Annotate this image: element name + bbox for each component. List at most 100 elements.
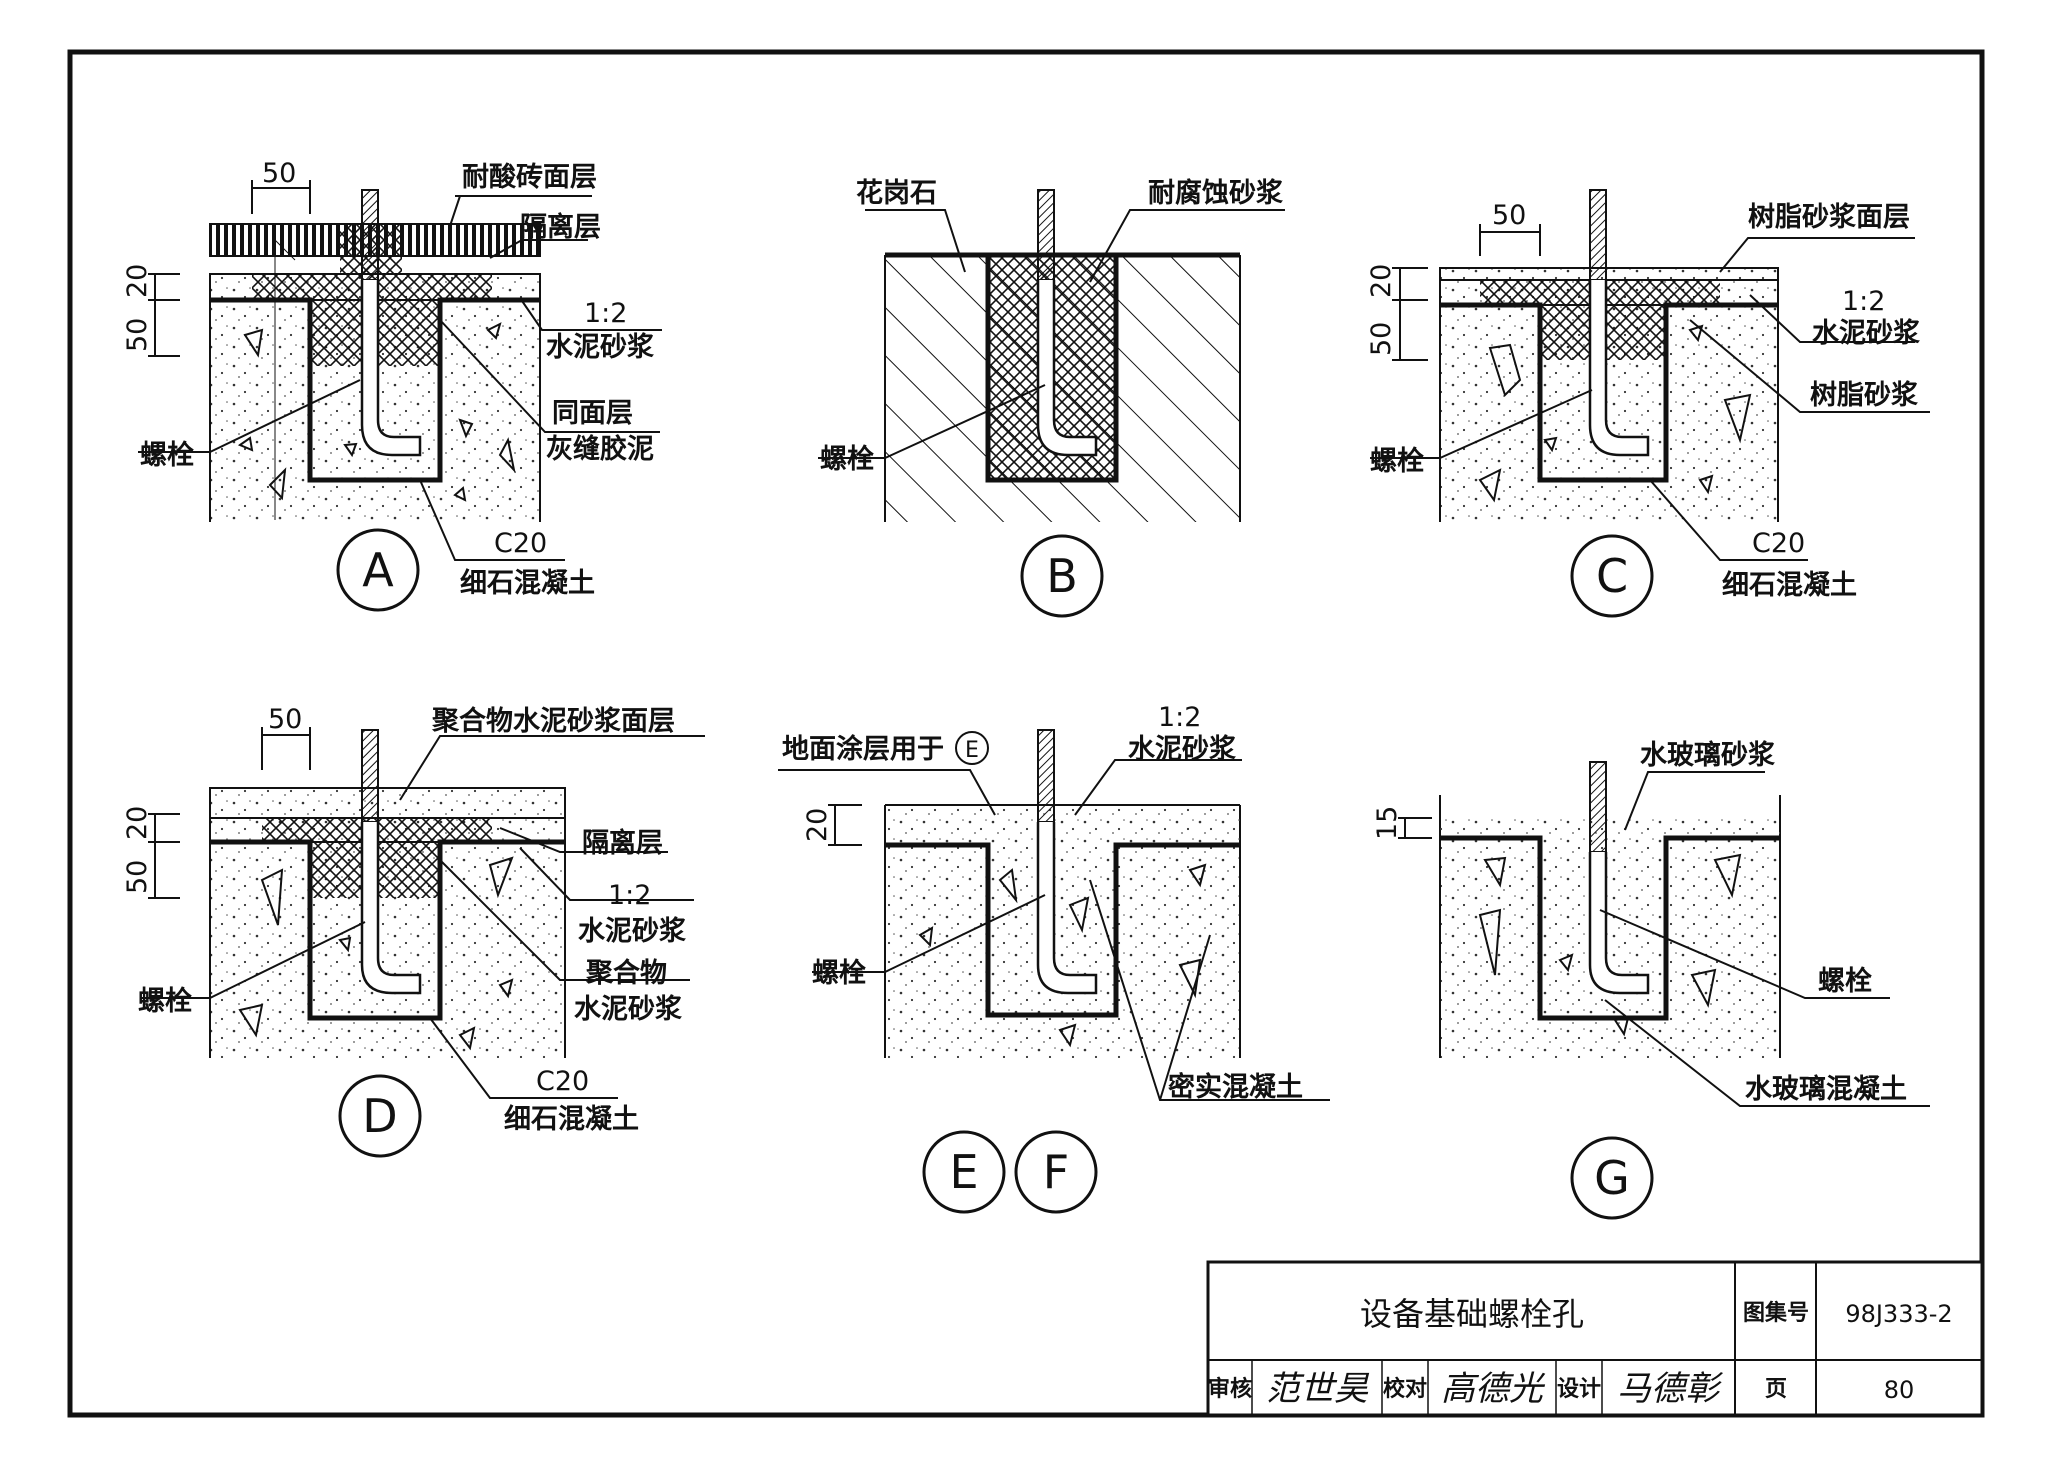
detail-c: 50 20 50 树脂砂浆面层 1:2 水泥砂浆 树脂砂浆 螺栓 C20 细石混… <box>1366 189 1930 618</box>
dim-top: 50 <box>268 704 302 735</box>
label-resin-surface: 树脂砂浆面层 <box>1748 201 1910 233</box>
bolt-hole-outline <box>885 842 1240 1018</box>
drawing-title: 设备基础螺栓孔 <box>1360 1295 1584 1333</box>
label-floor-coating: 地面涂层用于 <box>782 733 944 765</box>
bolt-hole-outline <box>210 839 565 1021</box>
detail-id-a: A <box>362 543 394 597</box>
atlas-number: 98J333-2 <box>1845 1300 1952 1328</box>
label-ratio: 1:2 <box>1842 286 1885 317</box>
label-bolt: 螺栓 <box>820 444 874 475</box>
bolt <box>360 280 422 457</box>
mortar-layer <box>885 805 1240 845</box>
label-cement-mortar: 水泥砂浆 <box>546 331 655 363</box>
label-isolation: 隔离层 <box>520 211 601 243</box>
label-bolt: 螺栓 <box>1818 966 1872 997</box>
floor-coating-ref-circle <box>955 731 989 765</box>
label-fine-concrete: 细石混凝土 <box>504 1103 639 1135</box>
label-same-surface: 同面层 <box>552 398 633 429</box>
dim-side: 15 <box>1372 806 1403 840</box>
label-bolt: 螺栓 <box>140 440 194 471</box>
detail-a: 50 20 50 耐酸砖面层 隔离层 1:2 水泥砂浆 同面层 灰缝胶泥 螺栓 … <box>122 158 662 612</box>
label-ratio: 1:2 <box>584 298 627 329</box>
label-fine-concrete: 细石混凝土 <box>460 567 595 599</box>
label-dense-concrete: 密实混凝土 <box>1168 1071 1303 1103</box>
label-ratio: 1:2 <box>608 880 651 911</box>
polymer-surface-layer <box>209 787 566 819</box>
label-water-glass-concrete: 水玻璃混凝土 <box>1745 1074 1907 1105</box>
detail-circle-f <box>1014 1130 1098 1214</box>
detail-id-e: E <box>949 1145 978 1199</box>
aggregate <box>237 322 516 502</box>
label-granite: 花岗石 <box>856 178 937 209</box>
design-label: 设计 <box>1557 1377 1601 1402</box>
bolt-hole-outline <box>1440 302 1778 483</box>
bolt <box>1037 729 1055 823</box>
detail-id-c: C <box>1596 549 1628 603</box>
bolt <box>1036 822 1098 995</box>
review-label: 审核 <box>1208 1376 1252 1402</box>
label-cement-mortar: 水泥砂浆 <box>578 915 687 947</box>
design-signature: 马德彰 <box>1617 1369 1724 1409</box>
bolt-hole-outline <box>210 297 540 483</box>
bolt <box>1588 280 1650 457</box>
bolt <box>360 822 422 995</box>
label-bolt: 螺栓 <box>138 986 192 1017</box>
dim-top: 50 <box>1492 200 1526 231</box>
dim-side: 20 <box>122 264 153 298</box>
detail-id-g: G <box>1594 1151 1630 1205</box>
detail-g: 15 水玻璃砂浆 螺栓 水玻璃混凝土 G <box>1372 739 1930 1220</box>
label-grade: C20 <box>494 528 547 559</box>
bolt <box>1588 852 1650 995</box>
detail-b: 花岗石 耐腐蚀砂浆 螺栓 B <box>818 177 1285 618</box>
page-number: 80 <box>1884 1376 1915 1404</box>
bolt-hole-outline <box>985 255 1119 483</box>
label-joint-cement: 灰缝胶泥 <box>546 433 654 465</box>
label-polymer-cement: 水泥砂浆 <box>574 993 683 1025</box>
dim-side: 20 <box>122 806 153 840</box>
detail-circle-b <box>1020 534 1104 618</box>
review-signature: 范世昊 <box>1266 1369 1370 1409</box>
detail-circle-d <box>338 1074 422 1158</box>
detail-id-f: F <box>1043 1145 1069 1199</box>
label-bolt: 螺栓 <box>1370 446 1424 477</box>
title-block: 设备基础螺栓孔 图集号 98J333-2 审核 范世昊 校对 高德光 设计 马德… <box>1206 1260 1984 1417</box>
detail-id-b: B <box>1046 549 1078 603</box>
dense-concrete-block <box>885 845 1240 1058</box>
dim-side: 20 <box>802 808 833 842</box>
bolt-hole-outline <box>1440 835 1780 1021</box>
bolt <box>1589 189 1607 281</box>
bolt <box>1589 761 1607 853</box>
label-cement-mortar: 水泥砂浆 <box>1812 317 1921 349</box>
label-grade: C20 <box>1752 528 1805 559</box>
label-ratio: 1:2 <box>1158 702 1201 733</box>
label-resin-mortar: 树脂砂浆 <box>1810 379 1919 411</box>
dim-side: 50 <box>122 318 153 352</box>
drawing-frame <box>67 49 1985 1418</box>
label-water-glass-mortar: 水玻璃砂浆 <box>1640 739 1776 771</box>
label-floor-coating-ref: E <box>965 738 979 763</box>
bolt <box>1036 280 1098 457</box>
detail-circle-c <box>1570 534 1654 618</box>
dim-side: 20 <box>1366 264 1397 298</box>
label-grade: C20 <box>536 1066 589 1097</box>
check-signature: 高德光 <box>1441 1369 1546 1409</box>
detail-circle-a <box>336 528 420 612</box>
detail-circle-e <box>922 1130 1006 1214</box>
label-isolation: 隔离层 <box>582 827 663 859</box>
page-label: 页 <box>1765 1377 1787 1402</box>
dim-top: 50 <box>262 158 296 189</box>
resin-surface-layer <box>1439 267 1779 281</box>
aggregate <box>1478 324 1752 503</box>
aggregate <box>1478 853 1742 1037</box>
bolt <box>361 189 379 281</box>
check-label: 校对 <box>1383 1376 1427 1402</box>
label-polymer-surface: 聚合物水泥砂浆面层 <box>431 705 675 737</box>
label-fine-concrete: 细石混凝土 <box>1722 569 1857 601</box>
detail-d: 50 20 50 聚合物水泥砂浆面层 隔离层 1:2 水泥砂浆 聚合物 水泥砂浆… <box>122 704 705 1158</box>
label-bolt: 螺栓 <box>812 958 866 989</box>
detail-ef: 20 地面涂层用于 E 1:2 水泥砂浆 螺栓 密实混凝土 E F <box>778 702 1330 1214</box>
atlas-label: 图集号 <box>1743 1300 1809 1326</box>
bolt <box>1037 189 1055 281</box>
water-glass-mortar-layer <box>1440 818 1780 838</box>
